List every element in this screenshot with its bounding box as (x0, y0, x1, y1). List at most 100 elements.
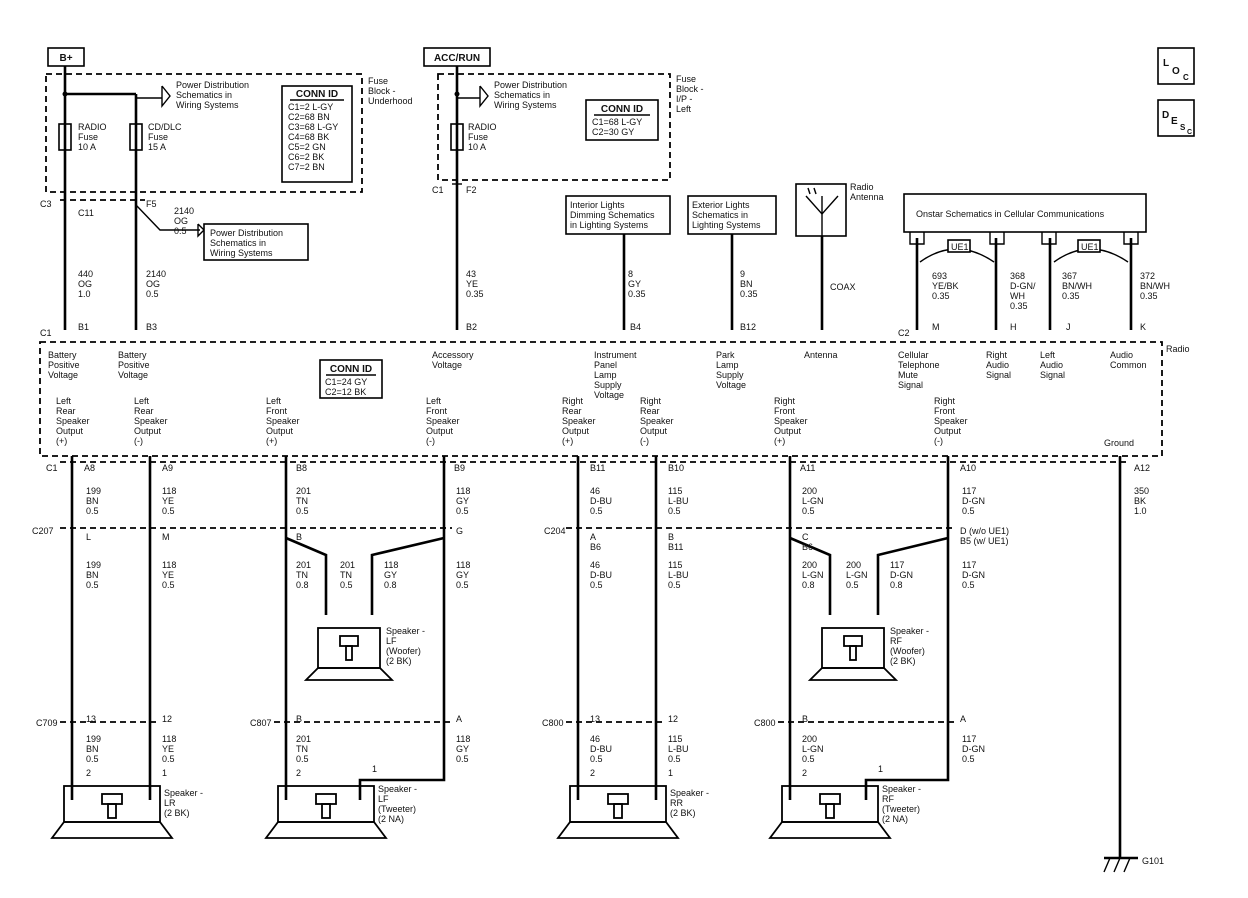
cd-dlc-fuse-label: CD/DLC Fuse 15 A (148, 122, 184, 152)
svg-text:C709: C709 (36, 718, 58, 728)
svg-text:46D-BU0.5: 46D-BU0.5 (590, 560, 612, 590)
svg-text:Speaker -RF(Tweeter)(2 NA): Speaker -RF(Tweeter)(2 NA) (882, 784, 921, 824)
svg-text:CONN ID: CONN ID (601, 104, 643, 115)
svg-text:B8: B8 (296, 463, 307, 473)
svg-text:C3: C3 (40, 199, 52, 209)
svg-text:L: L (86, 532, 91, 542)
svg-text:A: A (456, 714, 462, 724)
svg-text:1: 1 (668, 768, 673, 778)
svg-text:B11: B11 (590, 463, 605, 473)
svg-text:2: 2 (86, 768, 91, 778)
svg-text:B9: B9 (454, 463, 465, 473)
svg-text:C207: C207 (32, 526, 54, 536)
svg-text:B12: B12 (740, 322, 756, 332)
svg-text:Radio Antenna: Radio Antenna (850, 182, 884, 202)
speaker-wires (70, 456, 1122, 858)
svg-text:13: 13 (86, 714, 96, 724)
fuse-block-underhood-label: Fuse Block - Underhood (368, 76, 413, 106)
ground-symbol: G101 (1103, 856, 1164, 873)
svg-text:L: L (1163, 58, 1169, 69)
conn-id-ip: C1=68 L-GY C2=30 GY (592, 117, 645, 137)
svg-text:46D-BU0.5: 46D-BU0.5 (590, 486, 612, 516)
svg-text:2: 2 (296, 768, 301, 778)
svg-text:B10: B10 (668, 463, 684, 473)
svg-text:C2: C2 (898, 328, 910, 338)
svg-text:C11: C11 (78, 208, 94, 218)
radio-fuse-underhood-label: RADIO Fuse 10 A (78, 122, 109, 152)
fuse-block-ip: Fuse Block - I/P - Left Power Distributi… (437, 73, 704, 181)
svg-text:UE1: UE1 (951, 242, 969, 252)
speaker-lr: Speaker -LR(2 BK) (50, 785, 203, 839)
svg-text:A12: A12 (1134, 463, 1150, 473)
svg-text:Onstar Schematics in Cellular: Onstar Schematics in Cellular Communicat… (916, 209, 1105, 219)
upper-wires (62, 66, 1133, 330)
svg-text:K: K (1140, 322, 1146, 332)
svg-text:A11: A11 (800, 463, 815, 473)
ground-label: Ground (1104, 438, 1134, 448)
description-icon: D E S C (1157, 99, 1195, 137)
svg-text:C: C (1183, 73, 1189, 82)
svg-text:Speaker -RF(Woofer)(2 BK): Speaker -RF(Woofer)(2 BK) (890, 626, 929, 666)
svg-text:Power Distribution Schem: Power Distribution Schematics in Wiring … (210, 228, 286, 258)
svg-text:B+: B+ (59, 53, 72, 64)
svg-text:A10: A10 (960, 463, 976, 473)
svg-text:D: D (1162, 110, 1169, 121)
svg-text:Speaker -RR(2 BK): Speaker -RR(2 BK) (670, 788, 709, 818)
fuse-block-underhood: Fuse Block - Underhood Power Distributio… (45, 73, 413, 193)
svg-text:CB6: CB6 (802, 532, 813, 552)
upper-connectors: C3 C11 F5 C1 F2 (40, 183, 477, 218)
svg-text:G: G (456, 526, 463, 536)
svg-text:AB6: AB6 (590, 532, 601, 552)
svg-text:Speaker -LR(2 BK): Speaker -LR(2 BK) (164, 788, 203, 818)
pd-reference-ip: Power Distribution Schematics in Wiring … (494, 80, 570, 110)
svg-text:M: M (932, 322, 940, 332)
svg-text:A: A (960, 714, 966, 724)
svg-text:A9: A9 (162, 463, 173, 473)
conn-id-title: CONN ID (296, 89, 338, 100)
acc-run-source: ACC/RUN (423, 47, 491, 67)
interior-lights-ref: Interior Lights Dimming Schematics in Li… (565, 195, 671, 235)
svg-text:1: 1 (162, 768, 167, 778)
svg-text:B: B (296, 714, 302, 724)
svg-text:M: M (162, 532, 170, 542)
svg-text:B: B (296, 532, 302, 542)
svg-text:12: 12 (668, 714, 678, 724)
